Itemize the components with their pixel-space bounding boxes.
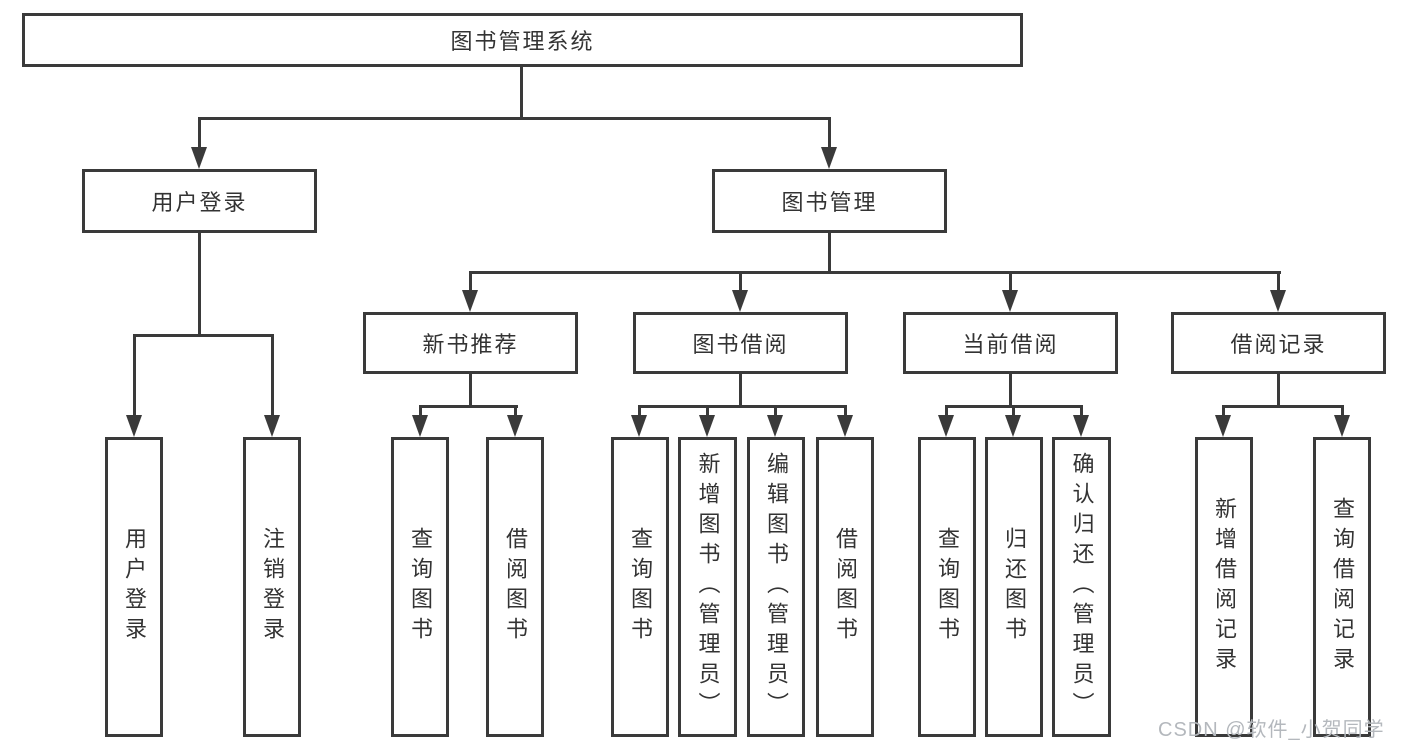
- connector-line: [844, 408, 847, 420]
- node-query-books-borrowing: 查询图书: [611, 437, 669, 737]
- node-label: 查询图书: [935, 527, 960, 647]
- node-new-book-recommendation: 新书推荐: [363, 312, 578, 374]
- arrow-down-icon: [631, 415, 647, 437]
- node-label: 借阅图书: [833, 527, 858, 647]
- connector-line: [469, 374, 472, 408]
- node-label: 图书管理系统: [450, 29, 595, 54]
- connector-line: [419, 408, 422, 420]
- node-user-login-leaf: 用户登录: [105, 437, 163, 737]
- node-label: 图书借阅: [692, 332, 789, 357]
- connector-line: [198, 233, 201, 337]
- arrow-down-icon: [837, 415, 853, 437]
- node-borrow-books-recommend: 借阅图书: [486, 437, 544, 737]
- connector-line: [706, 408, 709, 420]
- csdn-watermark: CSDN @软件_小贺同学: [1158, 719, 1385, 741]
- connector-line: [1277, 374, 1280, 408]
- node-label: 借阅图书: [503, 527, 528, 647]
- node-label: 归还图书: [1002, 527, 1027, 647]
- connector-line: [1080, 408, 1083, 420]
- arrow-down-icon: [1270, 290, 1286, 312]
- arrow-down-icon: [462, 290, 478, 312]
- arrow-down-icon: [126, 415, 142, 437]
- connector-line: [198, 117, 831, 120]
- node-label: 查询图书: [628, 527, 653, 647]
- arrow-down-icon: [732, 290, 748, 312]
- node-confirm-return-admin: 确认归还（管理员）: [1052, 437, 1111, 737]
- node-label: 用户登录: [122, 527, 147, 647]
- node-edit-books-admin: 编辑图书（管理员）: [747, 437, 805, 737]
- connector-line: [945, 408, 948, 420]
- node-label: 编辑图书（管理员）: [764, 452, 789, 722]
- arrow-down-icon: [821, 147, 837, 169]
- connector-line: [1009, 374, 1012, 408]
- connector-line: [1222, 405, 1344, 408]
- node-query-borrow-record: 查询借阅记录: [1313, 437, 1371, 737]
- arrow-down-icon: [1334, 415, 1350, 437]
- connector-line: [1222, 408, 1225, 420]
- node-label: 用户登录: [151, 190, 248, 215]
- node-root-library-system: 图书管理系统: [22, 13, 1023, 67]
- connector-line: [469, 274, 472, 294]
- arrow-down-icon: [191, 147, 207, 169]
- connector-line: [774, 408, 777, 420]
- node-add-borrow-record: 新增借阅记录: [1195, 437, 1253, 737]
- connector-line: [1277, 274, 1280, 294]
- node-return-books: 归还图书: [985, 437, 1043, 737]
- arrow-down-icon: [412, 415, 428, 437]
- arrow-down-icon: [938, 415, 954, 437]
- node-label: 查询图书: [408, 527, 433, 647]
- connector-line: [133, 334, 274, 337]
- node-borrowing-records: 借阅记录: [1171, 312, 1386, 374]
- node-label: 注销登录: [260, 527, 285, 647]
- node-label: 图书管理: [781, 190, 878, 215]
- node-add-books-admin: 新增图书（管理员）: [678, 437, 737, 737]
- connector-line: [828, 120, 831, 152]
- connector-line: [1012, 408, 1015, 420]
- connector-line: [828, 233, 831, 273]
- connector-line: [419, 405, 518, 408]
- node-current-borrowing: 当前借阅: [903, 312, 1118, 374]
- node-label: 查询借阅记录: [1330, 497, 1355, 677]
- arrow-down-icon: [264, 415, 280, 437]
- connector-line: [638, 405, 847, 408]
- connector-line: [1341, 408, 1344, 420]
- node-query-books-recommend: 查询图书: [391, 437, 449, 737]
- node-book-borrowing: 图书借阅: [633, 312, 848, 374]
- connector-line: [271, 337, 274, 419]
- arrow-down-icon: [507, 415, 523, 437]
- arrow-down-icon: [767, 415, 783, 437]
- connector-line: [739, 374, 742, 408]
- connector-line: [514, 408, 517, 420]
- node-logout-leaf: 注销登录: [243, 437, 301, 737]
- connector-line: [739, 274, 742, 294]
- node-user-login: 用户登录: [82, 169, 317, 233]
- node-label: 新增借阅记录: [1212, 497, 1237, 677]
- node-query-books-current: 查询图书: [918, 437, 976, 737]
- node-borrow-books-borrowing: 借阅图书: [816, 437, 874, 737]
- connector-line: [945, 405, 1083, 408]
- node-label: 新书推荐: [422, 332, 519, 357]
- node-book-management: 图书管理: [712, 169, 947, 233]
- connector-line: [469, 271, 1281, 274]
- node-label: 确认归还（管理员）: [1069, 452, 1095, 722]
- arrow-down-icon: [1073, 415, 1089, 437]
- connector-line: [198, 120, 201, 152]
- arrow-down-icon: [1005, 415, 1021, 437]
- node-label: 借阅记录: [1230, 332, 1327, 357]
- arrow-down-icon: [1002, 290, 1018, 312]
- arrow-down-icon: [1215, 415, 1231, 437]
- connector-line: [520, 66, 523, 120]
- connector-line: [133, 337, 136, 419]
- node-label: 新增图书（管理员）: [695, 452, 721, 722]
- connector-line: [638, 408, 641, 420]
- node-label: 当前借阅: [962, 332, 1059, 357]
- arrow-down-icon: [699, 415, 715, 437]
- connector-line: [1009, 274, 1012, 294]
